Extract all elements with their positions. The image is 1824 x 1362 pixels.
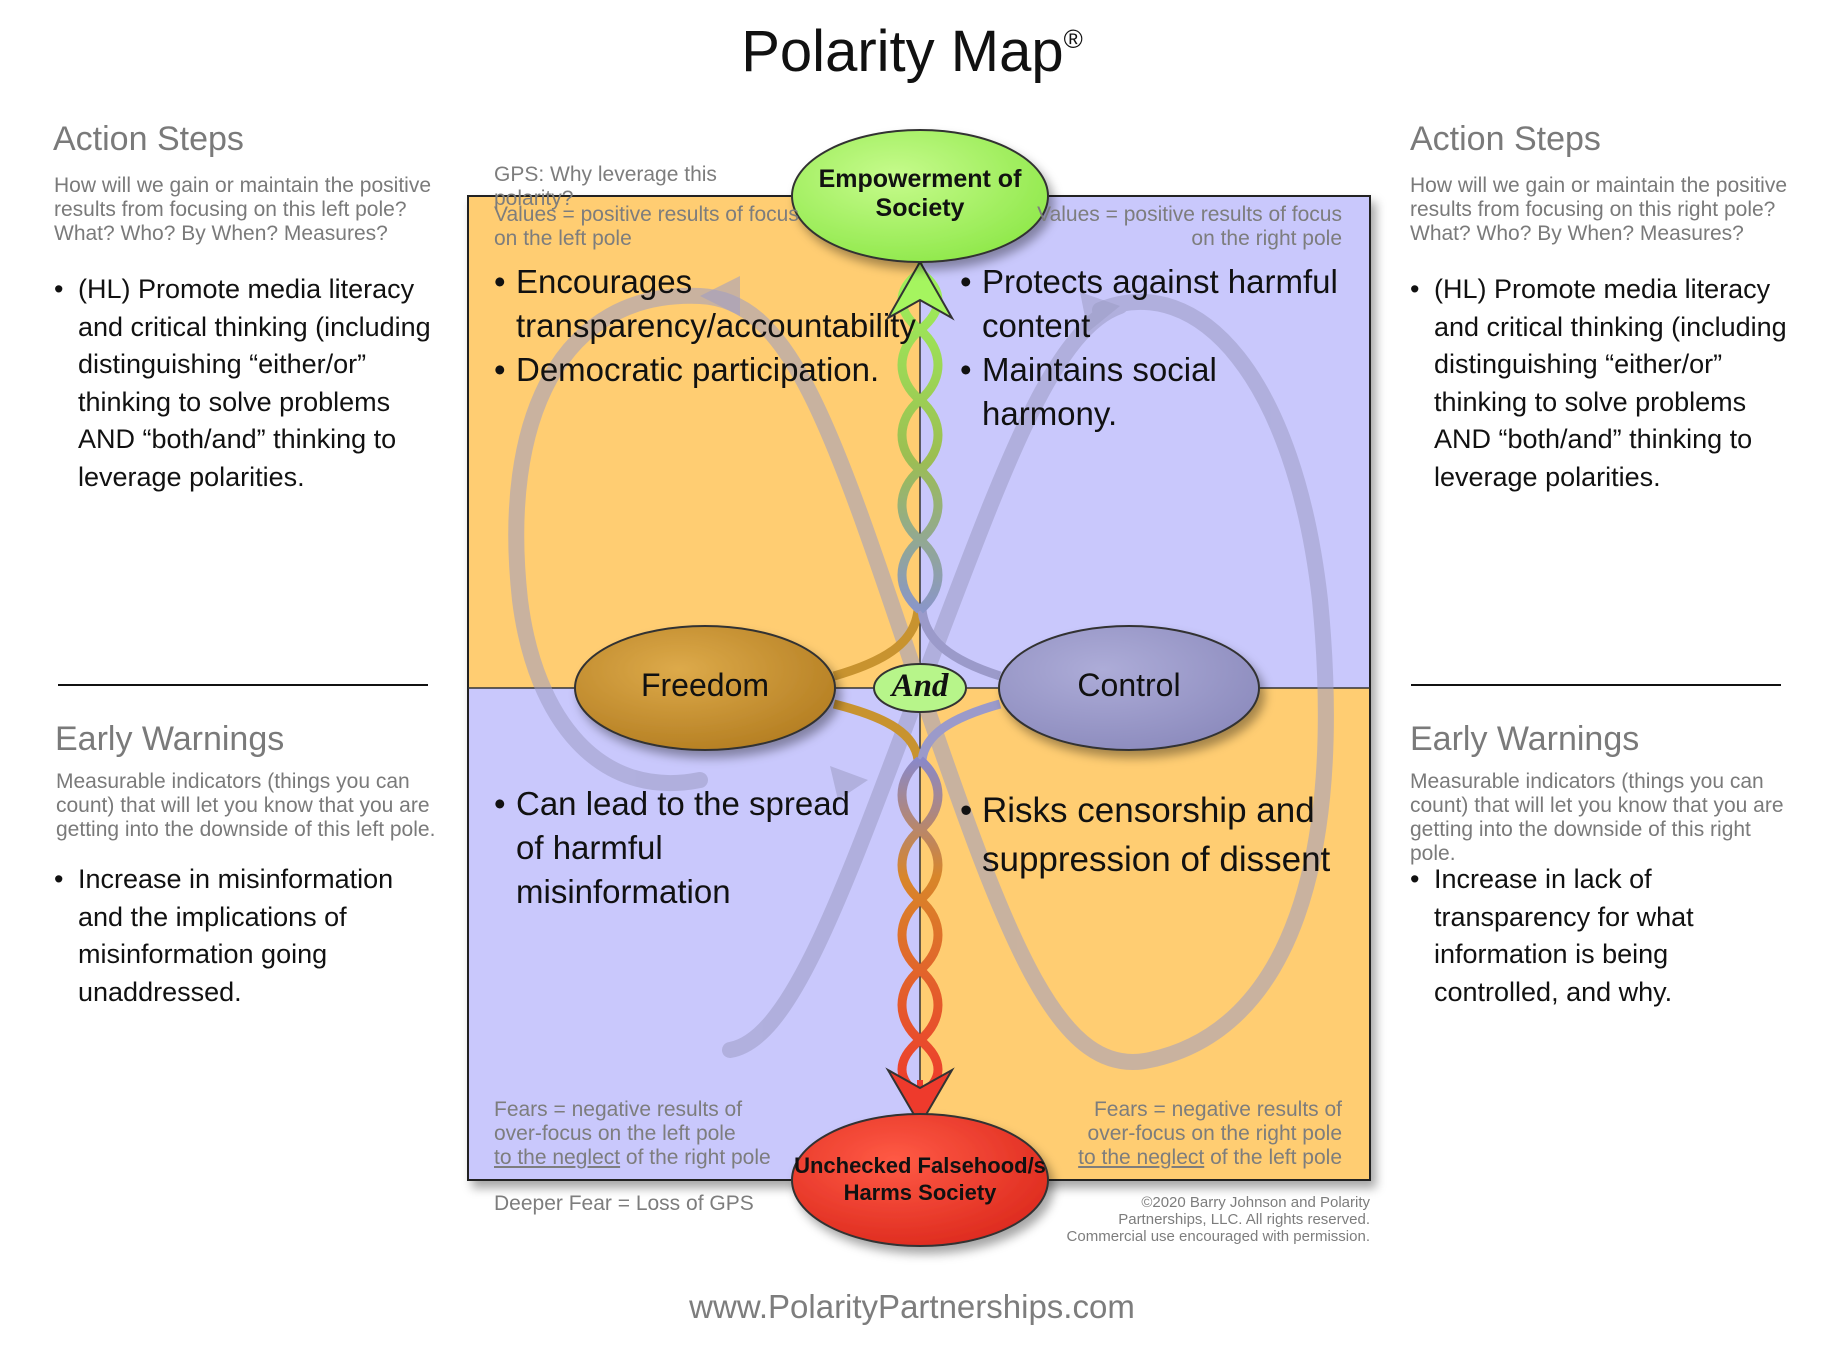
- right-pole-shape: [998, 625, 1260, 751]
- list-item: Increase in lack of transparency for wha…: [1410, 861, 1795, 1011]
- gps-question: GPS: Why leverage this polarity?: [494, 163, 717, 210]
- page-title: Polarity Map®: [0, 18, 1824, 85]
- description-line: What? Who? By When? Measures?: [1410, 222, 1744, 245]
- neglect-underline: to the neglect: [1078, 1146, 1205, 1169]
- note-line: on the right pole: [1191, 227, 1342, 250]
- note-line: Fears = negative results of: [1093, 1098, 1342, 1121]
- note-line: on the left pole: [494, 227, 632, 250]
- right-divider: [1411, 684, 1781, 686]
- right-action-steps-list: (HL) Promote media literacy and critical…: [1410, 271, 1788, 496]
- upper-left-values-list: Encourages transparency/accountability D…: [494, 260, 916, 392]
- note-line: to the neglect of the right pole: [494, 1146, 794, 1170]
- right-action-steps-description: How will we gain or maintain the positiv…: [1410, 174, 1800, 246]
- description-line: count) that will let you know that you a…: [56, 794, 430, 817]
- and-label: And: [891, 668, 949, 704]
- right-action-steps-heading: Action Steps: [1410, 120, 1601, 158]
- gps-shape: [791, 129, 1049, 263]
- left-early-warnings-description: Measurable indicators (things you can co…: [56, 770, 446, 842]
- lower-left-note: Fears = negative results of over-focus o…: [494, 1098, 794, 1170]
- upper-right-note: Values = positive results of focus on th…: [1030, 203, 1342, 251]
- right-early-warnings-heading: Early Warnings: [1410, 720, 1640, 758]
- lower-right-fears-list: Risks censorship and suppression of diss…: [960, 786, 1340, 884]
- left-pole-shape: [574, 625, 836, 751]
- note-line: over-focus on the left pole: [494, 1122, 736, 1145]
- right-early-warnings-list: Increase in lack of transparency for wha…: [1410, 861, 1795, 1011]
- description-line: How will we gain or maintain the positiv…: [1410, 174, 1788, 197]
- and-shape: [873, 663, 967, 713]
- description-line: results from focusing on this right pole…: [1410, 198, 1776, 221]
- list-item: Encourages transparency/accountability: [494, 260, 916, 348]
- deeper-fear-shape: [791, 1113, 1049, 1247]
- list-item: Can lead to the spread of harmful misinf…: [494, 782, 874, 914]
- description-line: count) that will let you know that you a…: [1410, 794, 1784, 817]
- right-pole-label: Control: [1077, 667, 1181, 703]
- copyright-notice: ©2020 Barry Johnson and Polarity Partner…: [1020, 1194, 1370, 1245]
- copyright-line: ©2020 Barry Johnson and Polarity: [1141, 1194, 1370, 1211]
- description-line: What? Who? By When? Measures?: [54, 222, 388, 245]
- note-tail: of the right pole: [620, 1146, 771, 1169]
- list-item: (HL) Promote media literacy and critical…: [54, 271, 432, 496]
- left-action-steps-heading: Action Steps: [53, 120, 244, 158]
- lower-left-fears-list: Can lead to the spread of harmful misinf…: [494, 782, 874, 914]
- website-url: www.PolarityPartnerships.com: [689, 1288, 1135, 1325]
- gps-label: Empowerment of Society: [818, 165, 1022, 222]
- down-arrow-icon: [885, 1067, 955, 1127]
- right-early-warnings-description: Measurable indicators (things you can co…: [1410, 770, 1800, 866]
- note-line: Values = positive results of focus: [494, 203, 799, 226]
- list-item: Increase in misinformation and the impli…: [54, 861, 439, 1011]
- left-pole-label: Freedom: [640, 667, 770, 703]
- downward-braid: [897, 756, 943, 1099]
- registered-mark: ®: [1063, 24, 1083, 54]
- title-text: Polarity Map: [741, 19, 1064, 84]
- copyright-line: Partnerships, LLC. All rights reserved.: [1118, 1211, 1370, 1228]
- note-line: Fears = negative results of: [494, 1098, 743, 1121]
- left-early-warnings-heading: Early Warnings: [55, 720, 285, 758]
- neglect-underline: to the neglect: [494, 1146, 621, 1169]
- left-action-steps-list: (HL) Promote media literacy and critical…: [54, 271, 432, 496]
- note-line: to the neglect of the left pole: [1042, 1146, 1342, 1170]
- description-line: results from focusing on this left pole?: [54, 198, 407, 221]
- left-action-steps-description: How will we gain or maintain the positiv…: [54, 174, 434, 246]
- list-item: Maintains social harmony.: [960, 348, 1360, 436]
- list-item: Democratic participation.: [494, 348, 894, 392]
- lower-right-note: Fears = negative results of over-focus o…: [1042, 1098, 1342, 1170]
- deeper-fear-text: Unchecked Falsehood/s Harms Society: [794, 1153, 1046, 1205]
- note-line: Values = positive results of focus: [1037, 203, 1342, 226]
- note-line: over-focus on the right pole: [1087, 1122, 1342, 1145]
- deeper-fear-label: Deeper Fear = Loss of GPS: [494, 1192, 754, 1215]
- list-item: (HL) Promote media literacy and critical…: [1410, 271, 1788, 496]
- upper-left-note: Values = positive results of focus on th…: [494, 203, 804, 251]
- left-divider: [58, 684, 428, 686]
- copyright-line: Commercial use encouraged with permissio…: [1066, 1228, 1370, 1245]
- description-line: How will we gain or maintain the positiv…: [54, 174, 432, 197]
- description-line: getting into the downside of this right …: [1410, 818, 1751, 865]
- list-item: Protects against harmful content: [960, 260, 1360, 348]
- description-line: getting into the downside of this left p…: [56, 818, 436, 841]
- list-item: Risks censorship and suppression of diss…: [960, 786, 1340, 884]
- upper-right-values-list: Protects against harmful content Maintai…: [960, 260, 1360, 436]
- description-line: Measurable indicators (things you can: [56, 770, 410, 793]
- description-line: Measurable indicators (things you can: [1410, 770, 1764, 793]
- braid-branches: [832, 609, 1002, 761]
- note-tail: of the left pole: [1204, 1146, 1342, 1169]
- left-early-warnings-list: Increase in misinformation and the impli…: [54, 861, 439, 1011]
